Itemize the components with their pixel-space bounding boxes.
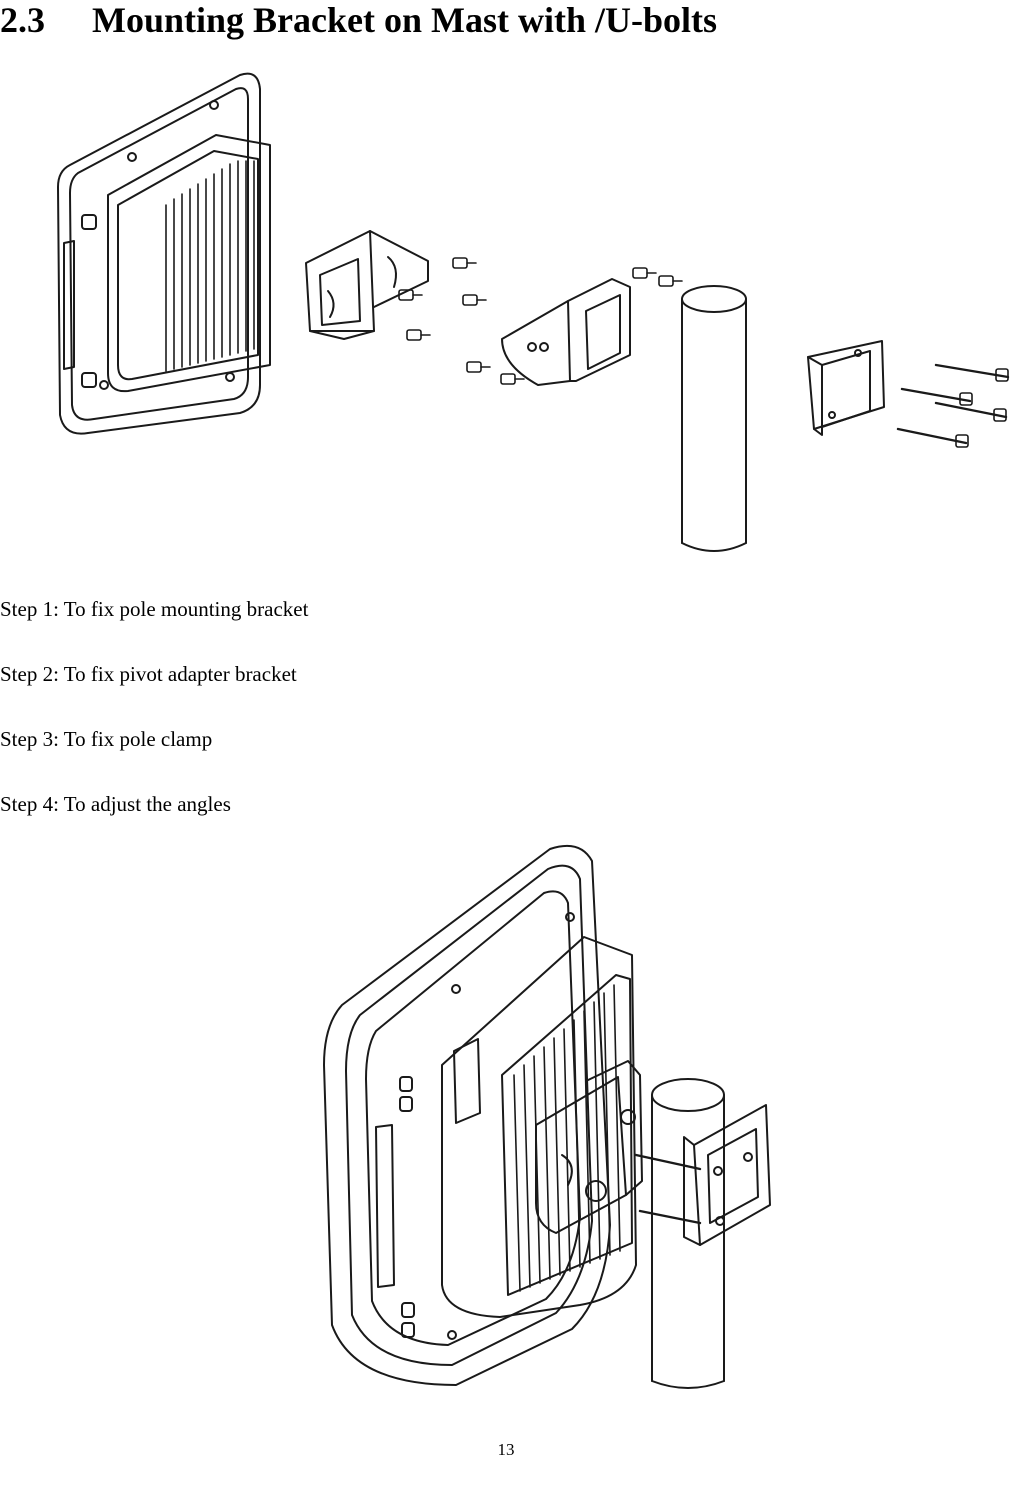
step-3-text: Step 3: To fix pole clamp	[0, 727, 213, 751]
mast-pipe-drawing	[681, 285, 747, 552]
assembled-mount-diagram	[280, 825, 860, 1430]
mounted-mast-pipe-drawing	[651, 1078, 725, 1389]
mounted-radio-unit-drawing	[323, 845, 637, 1386]
pole-mounting-bracket-drawing	[305, 230, 429, 340]
section-number: 2.3	[0, 0, 45, 40]
page-number: 13	[497, 1440, 515, 1459]
exploded-assembly-diagram	[8, 55, 1012, 595]
radio-unit-drawing	[57, 72, 271, 435]
mounted-bracket-drawing	[535, 1060, 643, 1234]
step-4-text: Step 4: To adjust the angles	[0, 792, 231, 816]
section-title: Mounting Bracket on Mast with /U-bolts	[92, 0, 718, 40]
u-bolt-rods-drawing	[896, 363, 1010, 448]
pole-clamp-drawing	[807, 340, 885, 436]
section-heading: 2.3 Mounting Bracket on Mast with /U-bolt…	[0, 0, 717, 40]
mounted-pole-clamp-drawing	[683, 1104, 771, 1246]
pivot-adapter-bracket-drawing	[501, 278, 631, 386]
screws-drawing	[398, 257, 683, 385]
step-2-text: Step 2: To fix pivot adapter bracket	[0, 662, 297, 686]
mounted-u-bolts-drawing	[634, 1153, 702, 1225]
step-1-text: Step 1: To fix pole mounting bracket	[0, 597, 309, 621]
